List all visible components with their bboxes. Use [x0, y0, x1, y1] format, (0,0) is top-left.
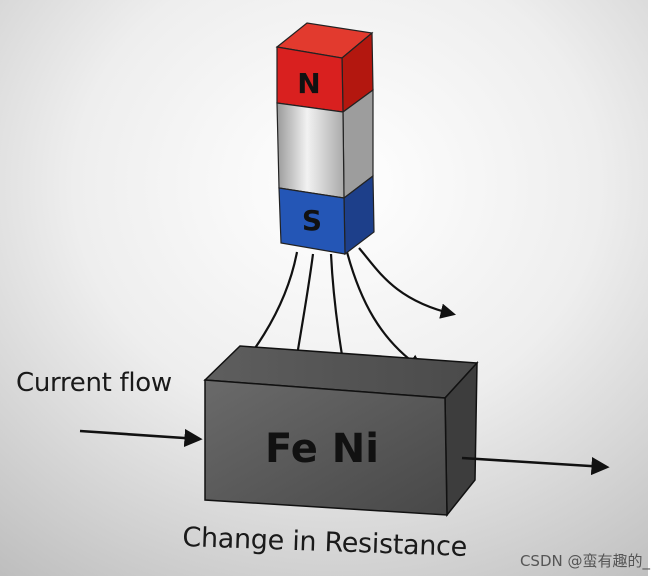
magnet-south-front [278, 187, 346, 255]
block-front-face [204, 379, 448, 516]
magnet-middle-front [276, 102, 345, 199]
current-flow-label: Current flow [16, 368, 172, 398]
current-out-arrow [461, 456, 610, 476]
current-in-arrow [79, 428, 203, 448]
bar-magnet: N S [275, 22, 375, 256]
feni-block [203, 345, 479, 518]
watermark: CSDN @蛮有趣的_ [519, 552, 650, 570]
south-pole-label: S [302, 204, 322, 237]
material-label: Fe Ni [265, 426, 379, 472]
north-pole-label: N [297, 67, 320, 100]
field-line-5 [358, 247, 456, 319]
